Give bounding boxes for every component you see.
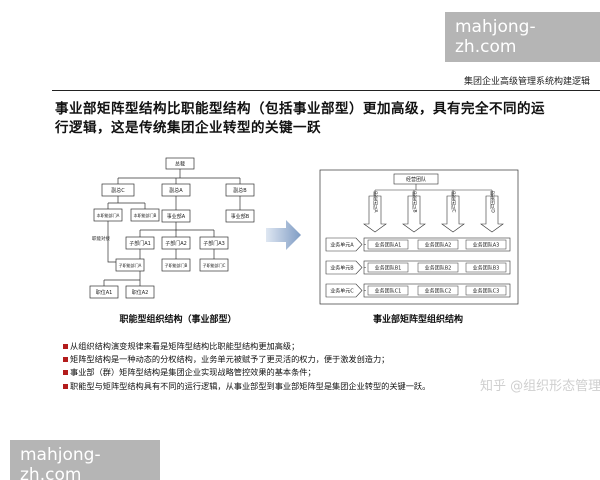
node-dept-func-c2 <box>130 208 160 222</box>
label-team-a3: 业务团队A3 <box>473 242 500 249</box>
label-vp-c: 副总C <box>111 187 125 194</box>
matrix-team-cells <box>367 239 507 296</box>
connector-vp-c <box>107 196 146 209</box>
label-dept-b3: 子职能部门C <box>203 262 226 268</box>
node-vp-a <box>161 183 191 197</box>
label-matrix-top: 经营团队 <box>406 176 426 183</box>
label-unit-a: 业务单元A <box>330 242 354 249</box>
label-dept-func-c: 本职能部门A <box>97 212 120 218</box>
cell-a1 <box>367 239 409 250</box>
column-d <box>480 195 504 233</box>
left-org-nodes <box>89 157 255 299</box>
matrix-frame <box>319 169 519 305</box>
header-title: 集团企业高级管理系统构建逻辑 <box>463 77 590 87</box>
right-matrix-chart <box>319 169 519 305</box>
label-team-c2: 业务团队C2 <box>425 288 452 295</box>
overlay-watermark: 知乎 @组织形态管理A <box>480 378 600 394</box>
cell-b1 <box>367 262 409 273</box>
node-vp-b <box>225 183 255 197</box>
bullet-list: 从组织结构演变规律来看是矩阵型结构比职能型结构更加高级； 矩阵型结构是一种动态的… <box>63 340 544 393</box>
column-a <box>363 195 387 233</box>
label-dept-func-c2: 本职能部门B <box>134 212 157 218</box>
label-vp-a: 副总A <box>169 187 183 194</box>
label-dept-b1: 子职能部门A <box>119 262 142 268</box>
bullet-item: 事业部（群）矩阵型结构是集团企业实现战略管控效果的基本条件； <box>63 366 544 379</box>
node-biz-a <box>161 209 191 223</box>
left-caption: 职能型组织结构（事业部型） <box>119 313 236 325</box>
node-vp-c <box>101 183 135 197</box>
node-biz-b <box>225 209 255 223</box>
cell-a3 <box>465 239 507 250</box>
bullet-item: 从组织结构演变规律来看是矩阵型结构比职能型结构更加高级； <box>63 340 544 353</box>
label-column-b: 职能团队B <box>412 191 418 212</box>
label-team-b1: 业务团队B1 <box>375 265 402 272</box>
label-side: 职能对接 <box>92 235 110 242</box>
label-column-a: 职能团队A <box>373 191 379 213</box>
unit-box-b <box>325 260 363 275</box>
label-biz-a: 事业部A <box>167 213 186 220</box>
watermark-bottom: mahjong-zh.com <box>10 440 160 480</box>
label-dept-b2: 子职能部门B <box>165 262 188 268</box>
label-vp-b: 副总B <box>233 187 247 194</box>
label-biz-b: 事业部B <box>231 213 250 220</box>
node-dept-func-c <box>93 208 123 222</box>
column-c <box>441 195 465 233</box>
cell-c2 <box>417 285 459 296</box>
unit-box-a <box>325 237 363 252</box>
node-sub-a1 <box>125 236 155 250</box>
matrix-top-connector <box>374 184 493 196</box>
header-divider <box>52 90 600 91</box>
transition-arrow <box>266 220 301 250</box>
right-matrix-labels: 经营团队 职能团队A 职能团队B 职能团队C 职能团队D 业务单元A 业务单元B… <box>330 176 499 295</box>
label-sub-a2: 子部门A2 <box>165 240 187 247</box>
label-pos-a2: 职位A2 <box>132 289 149 296</box>
label-top: 总裁 <box>175 161 185 168</box>
node-pos-a1 <box>89 285 119 299</box>
cell-b3 <box>465 262 507 273</box>
cell-b2 <box>417 262 459 273</box>
node-top <box>165 157 195 170</box>
cell-c1 <box>367 285 409 296</box>
connector-side <box>107 221 116 263</box>
label-unit-b: 业务单元B <box>330 265 354 272</box>
label-team-b3: 业务团队B3 <box>473 265 500 272</box>
left-org-chart <box>103 169 241 286</box>
connector-biz-a <box>139 222 215 237</box>
label-team-c1: 业务团队C1 <box>375 288 402 295</box>
node-pos-a2 <box>125 285 155 299</box>
node-sub-a3 <box>199 236 229 250</box>
matrix-columns <box>363 195 504 233</box>
unit-box-c <box>325 283 363 298</box>
label-team-a1: 业务团队A1 <box>375 242 402 249</box>
label-column-d: 职能团队D <box>490 191 496 213</box>
node-dept-b3 <box>199 258 229 272</box>
label-sub-a1: 子部门A1 <box>129 240 151 247</box>
bullet-item: 矩阵型结构是一种动态的分权结构，业务单元被赋予了更灵活的权力，便于激发创造力； <box>63 353 544 366</box>
bullet-item: 职能型与矩阵型结构具有不同的运行逻辑，从事业部型到事业部矩阵型是集团企业转型的关… <box>63 380 544 393</box>
column-b <box>402 195 426 233</box>
label-team-c3: 业务团队C3 <box>473 288 500 295</box>
label-team-b2: 业务团队B2 <box>425 265 452 272</box>
node-sub-a2 <box>161 236 191 250</box>
cell-a2 <box>417 239 459 250</box>
node-dept-b2 <box>161 258 191 272</box>
connector-pos <box>103 271 141 286</box>
label-column-c: 职能团队C <box>451 191 457 212</box>
label-sub-a3: 子部门A3 <box>203 240 225 247</box>
label-unit-c: 业务单元C <box>330 288 354 295</box>
headline: 事业部矩阵型结构比职能型结构（包括事业部型）更加高级，具有完全不同的运行逻辑，这… <box>55 101 545 136</box>
cell-c3 <box>465 285 507 296</box>
watermark-top: mahjong-zh.com <box>445 12 600 62</box>
page-header: 集团企业高级管理系统构建逻辑 <box>52 66 600 96</box>
right-caption: 事业部矩阵型组织结构 <box>373 313 463 325</box>
left-org-labels: 总裁 副总C 副总A 副总B 本职能部门A 本职能部门B 事业部A 事业部B 子… <box>92 161 250 297</box>
connector-sub <box>139 249 215 259</box>
node-dept-b1 <box>115 258 145 272</box>
connector-level1 <box>117 169 241 184</box>
matrix-unit-boxes <box>325 237 363 298</box>
row-ticks <box>364 244 366 291</box>
label-pos-a1: 职位A1 <box>96 289 113 296</box>
label-team-a2: 业务团队A2 <box>425 242 452 249</box>
